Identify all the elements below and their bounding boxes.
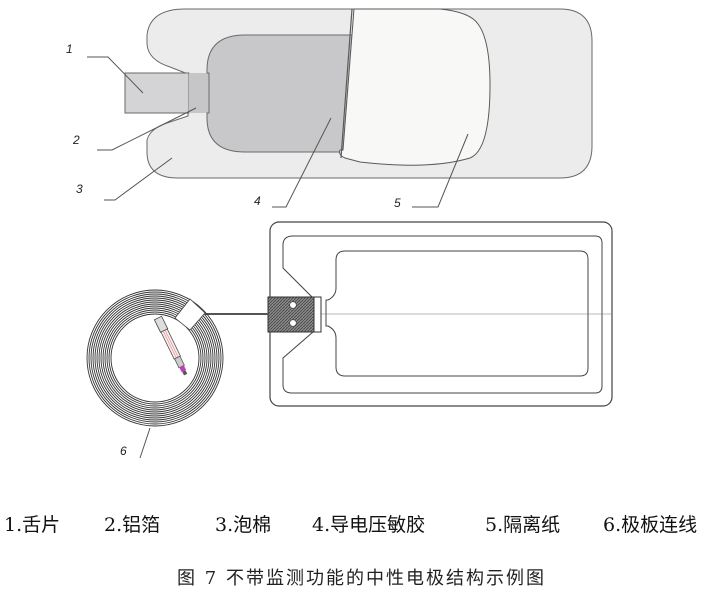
figure-caption: 图 7 不带监测功能的中性电极结构示例图	[177, 568, 546, 589]
legend-item-conductive-adhesive: 4.导电压敏胶	[312, 514, 426, 536]
aluminum-foil	[189, 73, 209, 113]
callout-5: 5	[394, 196, 401, 210]
tab	[124, 72, 190, 114]
connector-tab	[267, 296, 322, 333]
legend-item-release-paper: 5.隔离纸	[485, 514, 561, 536]
legend-item-aluminum-foil: 2.铝箔	[104, 514, 161, 536]
callout-6: 6	[120, 444, 127, 458]
plug-connector	[153, 315, 188, 376]
cable-label-band	[174, 298, 206, 331]
callout-1: 1	[66, 42, 73, 56]
callout-2: 2	[73, 133, 80, 147]
legend-item-foam: 3.泡棉	[215, 514, 272, 536]
legend-item-tab: 1.舌片	[4, 514, 61, 536]
legend: 1.舌片 2.铝箔 3.泡棉 4.导电压敏胶 5.隔离纸 6.极板连线	[0, 510, 723, 538]
callout-3: 3	[76, 182, 83, 196]
electrode-diagram	[86, 8, 613, 459]
cable-coil	[86, 289, 224, 427]
leader-lines-top	[87, 56, 469, 208]
leader-line-6	[139, 427, 151, 459]
legend-item-cable: 6.极板连线	[603, 514, 698, 536]
conductive-adhesive	[206, 34, 353, 153]
electrode-top-view	[124, 8, 593, 179]
release-paper	[339, 8, 491, 166]
callout-4: 4	[254, 194, 261, 208]
